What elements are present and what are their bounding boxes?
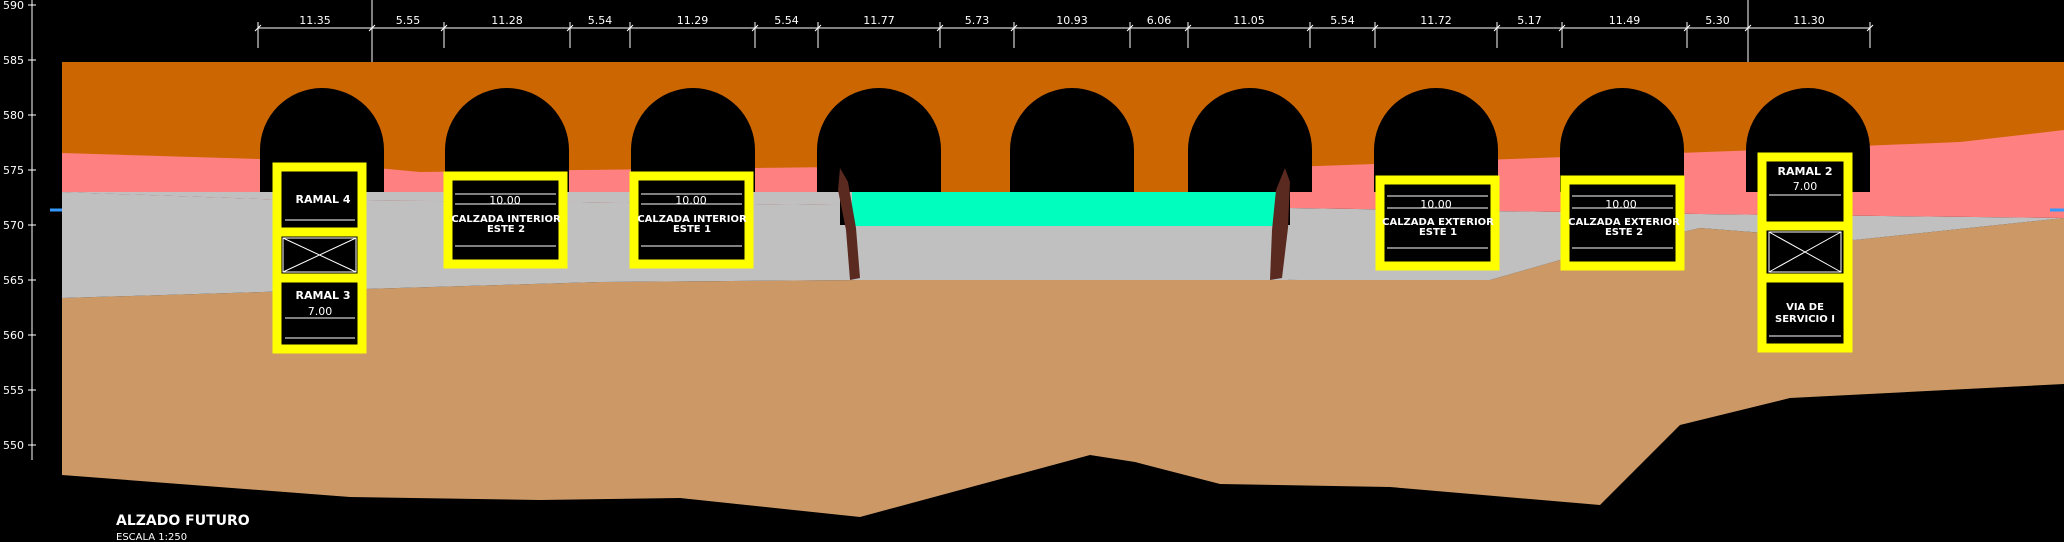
box-width-ramal-2: 7.00: [1793, 180, 1818, 193]
box-label-ce1-line2: ESTE 1: [1419, 227, 1457, 238]
pier-right: [1270, 168, 1290, 280]
dimension-tick-mark: [814, 24, 822, 32]
elevation-label: 580: [3, 109, 24, 122]
box-label-ramal-2: RAMAL 2: [1778, 165, 1833, 178]
dimension-tick-mark: [1306, 24, 1314, 32]
dimension-label: 10.93: [1056, 14, 1088, 27]
arch-6: [1188, 88, 1312, 192]
ground-fill: [62, 218, 2064, 517]
dimension-label: 5.17: [1517, 14, 1542, 27]
box-label-ramal-4: RAMAL 4: [296, 193, 351, 206]
arch-4: [817, 88, 941, 192]
arches: [260, 88, 1870, 192]
dimension-tick-mark: [626, 24, 634, 32]
dimension-tick-mark: [1558, 24, 1566, 32]
pier-left: [838, 168, 860, 280]
elevation-label: 575: [3, 164, 24, 177]
box-label-ramal-3: RAMAL 3: [296, 289, 351, 302]
dimension-tick-mark: [1866, 24, 1874, 32]
dimension-tick-mark: [1184, 24, 1192, 32]
box-label-ce1-line1: CALZADA EXTERIOR: [1382, 217, 1494, 228]
elevation-label: 550: [3, 439, 24, 452]
box-ramal-2-via-servicio: [1757, 152, 1853, 353]
dimension-label: 5.73: [965, 14, 990, 27]
box-calzada-interior-este-2: [443, 171, 568, 269]
dimension-label: 5.54: [588, 14, 613, 27]
arch-8: [1560, 88, 1684, 192]
box-width-ce1: 10.00: [1420, 198, 1452, 211]
dimension-tick-mark: [368, 24, 376, 32]
box-label-ci1-line1: CALZADA INTERIOR: [637, 214, 747, 225]
arch-7: [1374, 88, 1498, 192]
dimension-label: 11.77: [863, 14, 895, 27]
dimension-label: 11.30: [1793, 14, 1825, 27]
box-label-ce2-line1: CALZADA EXTERIOR: [1568, 217, 1680, 228]
dimension-label: 11.49: [1609, 14, 1641, 27]
elevation-label: 585: [3, 54, 24, 67]
dimension-label: 11.29: [677, 14, 709, 27]
elevation-label: 565: [3, 274, 24, 287]
dimension-label: 11.28: [491, 14, 523, 27]
drawing-scale: ESCALA 1:250: [116, 532, 187, 542]
dimension-tick-mark: [1010, 24, 1018, 32]
box-calzada-exterior-este-1: [1375, 175, 1500, 271]
box-width-ce2: 10.00: [1605, 198, 1637, 211]
dimension-label: 11.05: [1233, 14, 1265, 27]
dimension-tick-mark: [1744, 24, 1752, 32]
box-label-via-line1: VIA DE: [1786, 302, 1824, 313]
channel-fill: [852, 226, 1282, 278]
box-ramal-4-3: [272, 162, 367, 354]
dimension-label: 11.72: [1420, 14, 1452, 27]
box-width-ramal-3: 7.00: [308, 305, 333, 318]
dimension-tick-mark: [1683, 24, 1691, 32]
arch-3: [631, 88, 755, 192]
dimension-tick-mark: [566, 24, 574, 32]
box-label-ce2-line2: ESTE 2: [1605, 227, 1643, 238]
dimension-tick-mark: [936, 24, 944, 32]
box-width-ci1: 10.00: [675, 194, 707, 207]
dimension-label: 5.54: [774, 14, 799, 27]
box-calzada-exterior-este-2: [1560, 175, 1685, 271]
elevation-label: 560: [3, 329, 24, 342]
box-label-ci1-line2: ESTE 1: [673, 224, 711, 235]
box-label-via-line2: SERVICIO I: [1775, 314, 1835, 325]
dimension-tick-mark: [1371, 24, 1379, 32]
dimension-label: 11.35: [299, 14, 331, 27]
dimension-tick-mark: [1493, 24, 1501, 32]
dimension-tick-mark: [751, 24, 759, 32]
drawing-title: ALZADO FUTURO: [116, 513, 250, 529]
box-label-ci2-line1: CALZADA INTERIOR: [451, 214, 561, 225]
dimension-tick-mark: [440, 24, 448, 32]
dimension-labels: 11.35 5.55 11.28 5.54 11.29 5.54 11.77 5.73 10.9…: [254, 14, 1874, 48]
box-label-ci2-line2: ESTE 2: [487, 224, 525, 235]
elevation-labels: 590 585 580 575 570 565 560 555 550: [3, 0, 36, 452]
box-calzada-interior-este-1: [629, 171, 754, 269]
arch-2: [445, 88, 569, 192]
elevation-label: 555: [3, 384, 24, 397]
dimension-tick-mark: [254, 24, 262, 32]
arch-5: [1010, 88, 1134, 192]
dimension-label: 5.54: [1330, 14, 1355, 27]
dimension-label: 5.55: [396, 14, 421, 27]
elevation-label: 570: [3, 219, 24, 232]
water-channel: [852, 192, 1282, 226]
dimension-label: 6.06: [1147, 14, 1172, 27]
box-width-ci2: 10.00: [489, 194, 521, 207]
dimension-label: 5.30: [1705, 14, 1730, 27]
elevation-label: 590: [3, 0, 24, 12]
dimension-tick-mark: [1126, 24, 1134, 32]
